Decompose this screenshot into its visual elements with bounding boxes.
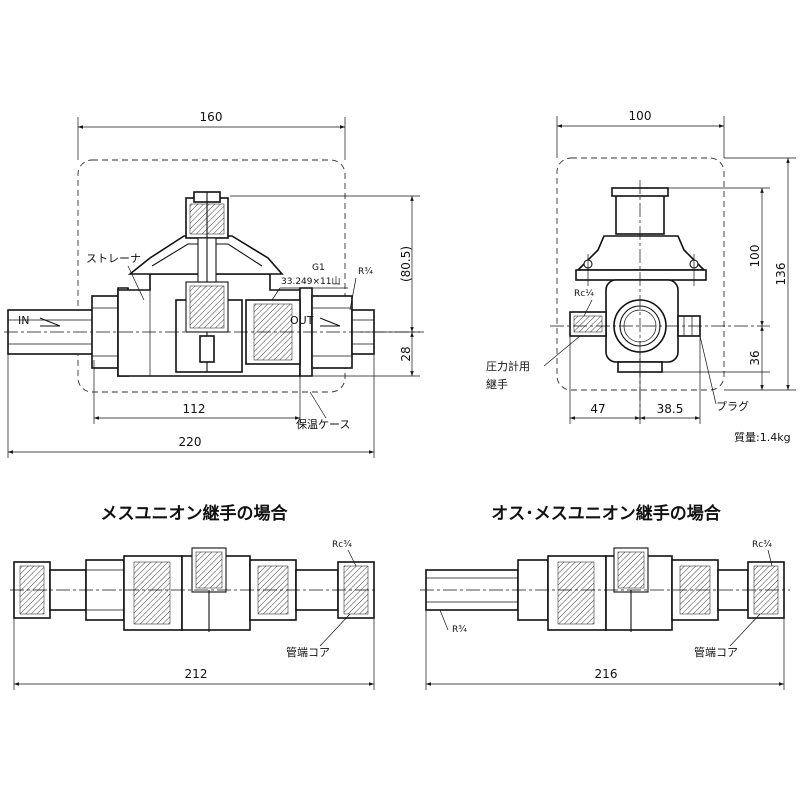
insulation-case	[77, 159, 346, 393]
dimension-80-5: (80.5)	[230, 195, 420, 333]
front-view: 160 IN	[4, 110, 424, 458]
dim-label-80-5: (80.5)	[399, 246, 413, 282]
label-gauge-joint-2: 継手	[486, 377, 508, 391]
dimension-212: 212	[13, 618, 375, 690]
label-g1: G1	[312, 263, 325, 273]
label-rc34-female: Rc¾	[332, 540, 352, 550]
side-view: 100 Rc¼ 圧力計用 継手 プラグ	[486, 109, 796, 444]
dimension-47-38-5: 47 38.5	[569, 336, 701, 424]
dimension-216: 216	[425, 610, 785, 690]
dim-label-112: 112	[183, 402, 206, 416]
inlet-label: IN	[18, 314, 29, 327]
dim-label-36: 36	[748, 350, 762, 365]
mass-label: 質量:1.4kg	[734, 430, 791, 444]
dim-label-216: 216	[595, 667, 618, 681]
label-r34-front: R¾	[358, 267, 373, 277]
dim-label-100-height: 100	[748, 245, 762, 268]
female-union-view: メスユニオン継手の場合 Rc¾ 管端コア 212	[10, 503, 378, 690]
dim-label-136: 136	[774, 263, 788, 286]
title-female-union: メスユニオン継手の場合	[101, 503, 289, 524]
dim-label-47: 47	[590, 402, 605, 416]
label-core-female: 管端コア	[286, 645, 330, 659]
dim-label-212: 212	[185, 667, 208, 681]
dimension-28: 28	[300, 332, 420, 377]
title-male-female-union: オス･メスユニオン継手の場合	[491, 503, 721, 524]
dim-label-100-top: 100	[629, 109, 652, 123]
label-core-male-female: 管端コア	[694, 645, 738, 659]
label-rc14: Rc¼	[574, 289, 594, 299]
side-insulation-case	[556, 157, 725, 391]
dimension-136: 136	[724, 157, 796, 391]
label-r34-male-female: R¾	[452, 625, 467, 635]
regulator-bonnet	[127, 191, 284, 283]
dim-label-220: 220	[179, 435, 202, 449]
dimension-220: 220	[7, 354, 375, 458]
dim-label-28: 28	[399, 346, 413, 361]
dim-label-160: 160	[200, 110, 223, 124]
dimension-112: 112	[93, 360, 301, 424]
label-strainer: ストレーナ	[86, 252, 141, 265]
dimension-160: 160	[77, 110, 346, 160]
outlet-label: OUT	[290, 314, 314, 327]
label-plug: プラグ	[716, 399, 749, 413]
label-insulation-case: 保温ケース	[296, 417, 350, 431]
dimension-100-height: 100	[640, 187, 770, 326]
label-gauge-joint-1: 圧力計用	[486, 359, 530, 373]
label-rc34-male-female: Rc¾	[752, 540, 772, 550]
dimension-36: 36	[662, 326, 770, 390]
dim-label-38-5: 38.5	[657, 402, 684, 416]
male-female-union-view: オス･メスユニオン継手の場合 Rc¾ R¾ 管端コア 216	[420, 503, 790, 690]
dimension-100-top: 100	[556, 109, 725, 158]
label-thread-spec: 33.249×11山	[281, 276, 341, 287]
